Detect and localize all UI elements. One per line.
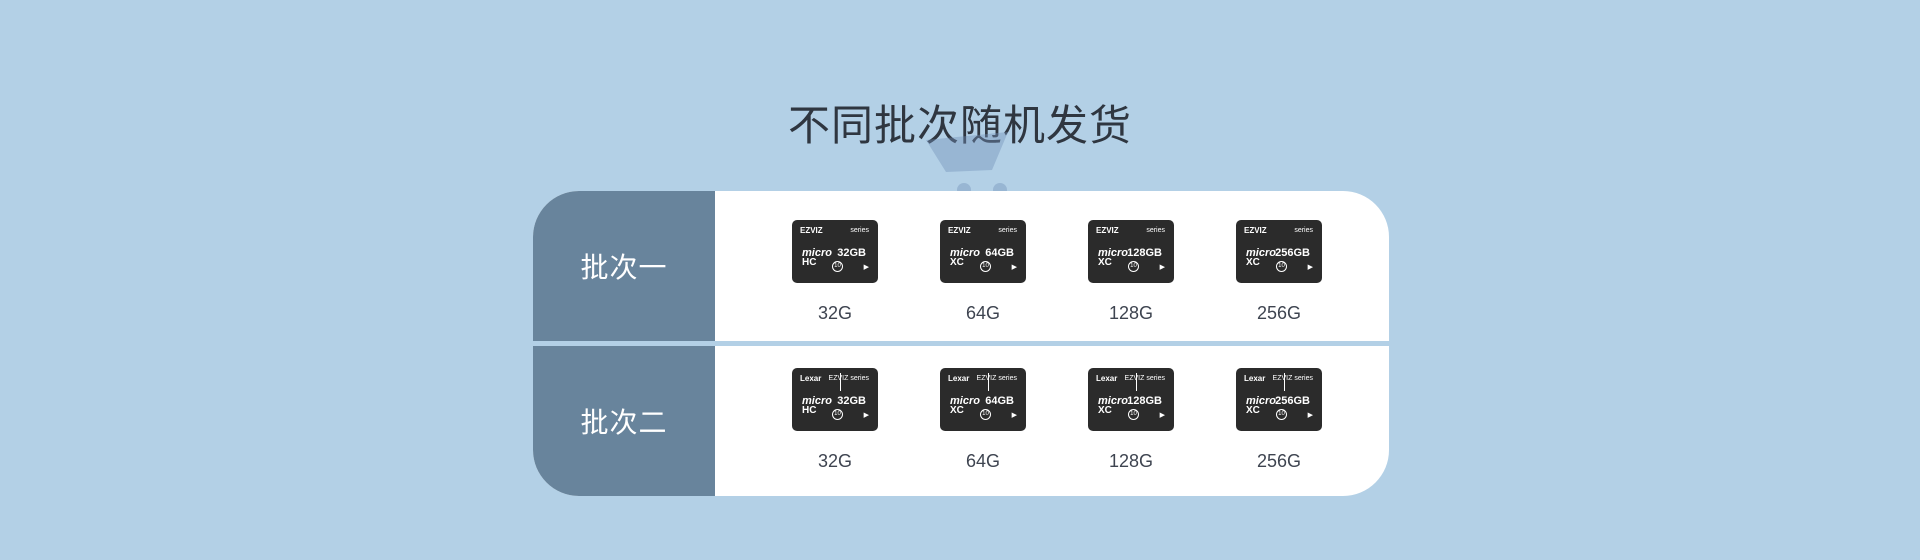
card-type: XC	[1098, 405, 1112, 416]
page-title: 不同批次随机发货	[787, 101, 1132, 150]
micro-logo: micro	[1098, 247, 1128, 259]
batch-two-card-64g: Lexar EZVIZ series micro XC 64GB 10 ▶ 64…	[923, 368, 1043, 472]
card-type: XC	[1246, 405, 1260, 416]
batch-one-card-128g: EZVIZ series micro XC 128GB 10 ▶ 128G	[1071, 220, 1191, 324]
batch-one-card-64g: EZVIZ series micro XC 64GB 10 ▶ 64G	[923, 220, 1043, 324]
memory-card-image: Lexar EZVIZ series micro XC 128GB 10 ▶	[1088, 368, 1174, 431]
card-type: HC	[802, 405, 817, 416]
card-type: XC	[1246, 257, 1260, 268]
card-type: HC	[802, 257, 817, 268]
card-type: XC	[950, 405, 964, 416]
card-capacity: 128GB	[1127, 247, 1162, 259]
card-capacity: 32GB	[837, 395, 866, 407]
card-series: EZVIZ series	[828, 375, 869, 382]
micro-logo: micro	[950, 395, 980, 407]
card-type: XC	[1098, 257, 1112, 268]
class10-icon: 10	[832, 409, 843, 420]
play-icon: ▶	[863, 264, 869, 271]
card-capacity: 128GB	[1127, 395, 1162, 407]
class10-icon: 10	[1276, 409, 1287, 420]
card-brand: EZVIZ	[800, 226, 823, 235]
micro-logo: micro	[1246, 247, 1276, 259]
capacity-label: 128G	[1108, 451, 1154, 471]
card-series: series	[998, 227, 1017, 234]
brand-divider	[1136, 373, 1137, 391]
brand-divider	[1284, 373, 1285, 391]
class10-icon: 10	[1128, 261, 1139, 272]
card-brand: EZVIZ	[1244, 226, 1267, 235]
class10-icon: 10	[832, 261, 843, 272]
card-capacity: 64GB	[985, 247, 1014, 259]
batch-two-card-32g: Lexar EZVIZ series micro HC 32GB 10 ▶ 32…	[775, 368, 895, 472]
micro-logo: micro	[802, 247, 832, 259]
card-type: XC	[950, 257, 964, 268]
batch-divider	[533, 341, 1389, 346]
play-icon: ▶	[1307, 412, 1313, 419]
class10-icon: 10	[980, 261, 991, 272]
memory-card-image: Lexar EZVIZ series micro XC 256GB 10 ▶	[1236, 368, 1322, 431]
brand-divider	[988, 373, 989, 391]
batch-two-card-256g: Lexar EZVIZ series micro XC 256GB 10 ▶ 2…	[1219, 368, 1339, 472]
play-icon: ▶	[1011, 264, 1017, 271]
card-series: series	[850, 227, 869, 234]
capacity-label: 64G	[965, 451, 1001, 471]
batch-one-label: 批次一	[533, 191, 715, 341]
card-brand: EZVIZ	[1096, 226, 1119, 235]
capacity-label: 32G	[817, 451, 853, 471]
card-capacity: 256GB	[1275, 247, 1310, 259]
card-brand: Lexar	[1244, 374, 1266, 383]
class10-icon: 10	[1276, 261, 1287, 272]
batch-two-label: 批次二	[533, 346, 715, 496]
memory-card-image: Lexar EZVIZ series micro HC 32GB 10 ▶	[792, 368, 878, 431]
batch-one-card-32g: EZVIZ series micro HC 32GB 10 ▶ 32G	[775, 220, 895, 324]
card-series: EZVIZ series	[1124, 375, 1165, 382]
memory-card-image: EZVIZ series micro XC 256GB 10 ▶	[1236, 220, 1322, 283]
class10-icon: 10	[980, 409, 991, 420]
card-capacity: 64GB	[985, 395, 1014, 407]
play-icon: ▶	[1307, 264, 1313, 271]
play-icon: ▶	[1159, 412, 1165, 419]
micro-logo: micro	[1246, 395, 1276, 407]
memory-card-image: Lexar EZVIZ series micro XC 64GB 10 ▶	[940, 368, 1026, 431]
micro-logo: micro	[802, 395, 832, 407]
capacity-label: 128G	[1108, 303, 1154, 323]
play-icon: ▶	[1011, 412, 1017, 419]
card-brand: Lexar	[1096, 374, 1118, 383]
brand-divider	[840, 373, 841, 391]
class10-icon: 10	[1128, 409, 1139, 420]
card-series: EZVIZ series	[1272, 375, 1313, 382]
capacity-label: 256G	[1256, 451, 1302, 471]
play-icon: ▶	[1159, 264, 1165, 271]
memory-card-image: EZVIZ series micro XC 128GB 10 ▶	[1088, 220, 1174, 283]
card-brand: Lexar	[948, 374, 970, 383]
capacity-label: 32G	[817, 303, 853, 323]
card-series: EZVIZ series	[976, 375, 1017, 382]
memory-card-image: EZVIZ series micro XC 64GB 10 ▶	[940, 220, 1026, 283]
memory-card-image: EZVIZ series micro HC 32GB 10 ▶	[792, 220, 878, 283]
card-capacity: 32GB	[837, 247, 866, 259]
card-brand: Lexar	[800, 374, 822, 383]
capacity-label: 256G	[1256, 303, 1302, 323]
batch-one-card-256g: EZVIZ series micro XC 256GB 10 ▶ 256G	[1219, 220, 1339, 324]
micro-logo: micro	[1098, 395, 1128, 407]
batch-two-card-128g: Lexar EZVIZ series micro XC 128GB 10 ▶ 1…	[1071, 368, 1191, 472]
card-brand: EZVIZ	[948, 226, 971, 235]
card-series: series	[1294, 227, 1313, 234]
capacity-label: 64G	[965, 303, 1001, 323]
play-icon: ▶	[863, 412, 869, 419]
micro-logo: micro	[950, 247, 980, 259]
batch-comparison-panel: 批次一 批次二 EZVIZ series micro HC 32GB 10 ▶ …	[533, 191, 1389, 496]
card-capacity: 256GB	[1275, 395, 1310, 407]
card-series: series	[1146, 227, 1165, 234]
